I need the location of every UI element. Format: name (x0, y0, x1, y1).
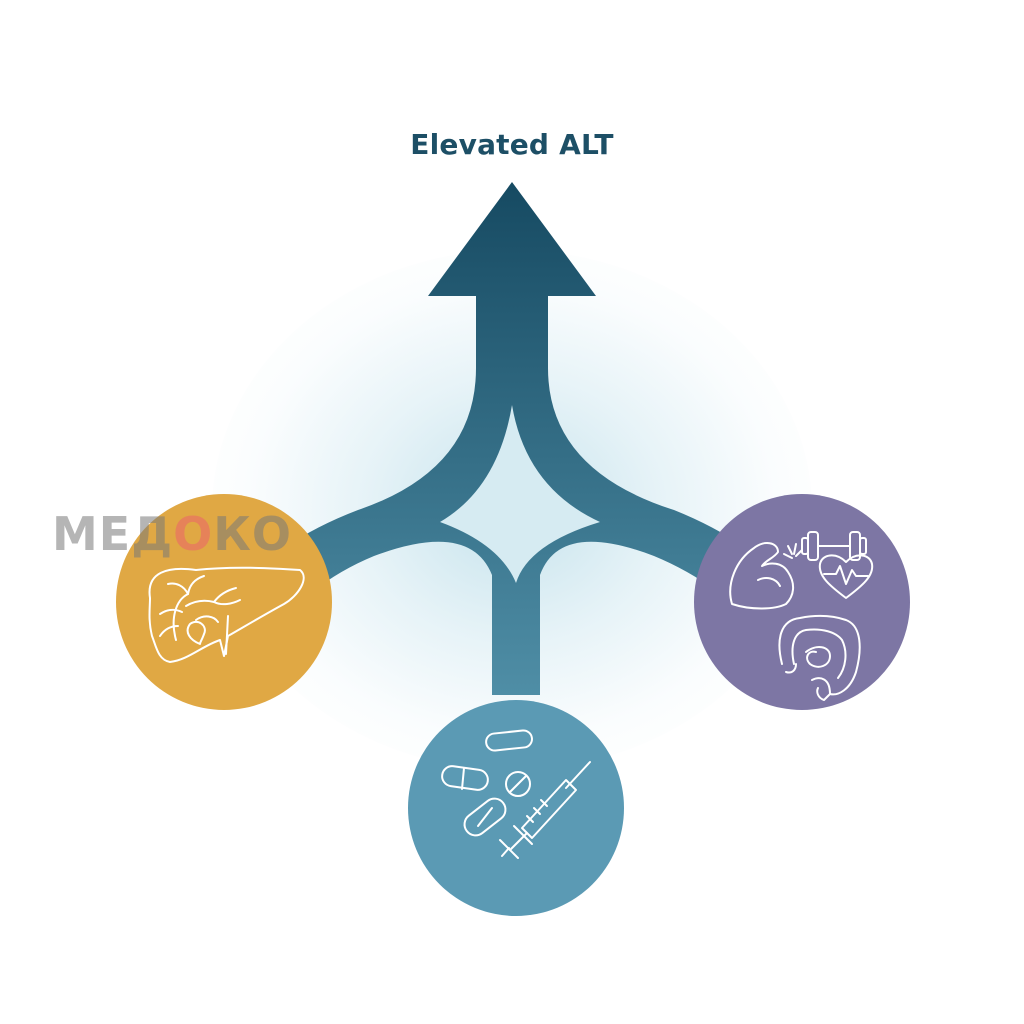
pills-syringe-icon (441, 729, 591, 859)
diagram-title: Elevated ALT (410, 128, 614, 161)
liver-node (116, 494, 332, 710)
watermark-part1: МЕД (52, 507, 174, 561)
liver-node-circle (116, 494, 332, 710)
heart-icon (818, 554, 874, 599)
converging-arrow (284, 182, 746, 695)
muscle-heart-intestine-icon (729, 531, 874, 701)
medications-node-circle (408, 700, 624, 916)
extrahepatic-node-circle (694, 494, 910, 710)
dumbbell-icon (801, 531, 867, 561)
extrahepatic-node (694, 494, 910, 710)
muscle-icon (729, 542, 794, 610)
intestine-icon (778, 614, 861, 701)
liver-icon (148, 566, 305, 663)
watermark-logo: МЕДОКО (52, 507, 292, 561)
arrow-inner-cutout (440, 405, 600, 583)
medications-node (408, 700, 624, 916)
watermark-accent: О (173, 507, 214, 561)
watermark-part2: КО (213, 507, 292, 561)
